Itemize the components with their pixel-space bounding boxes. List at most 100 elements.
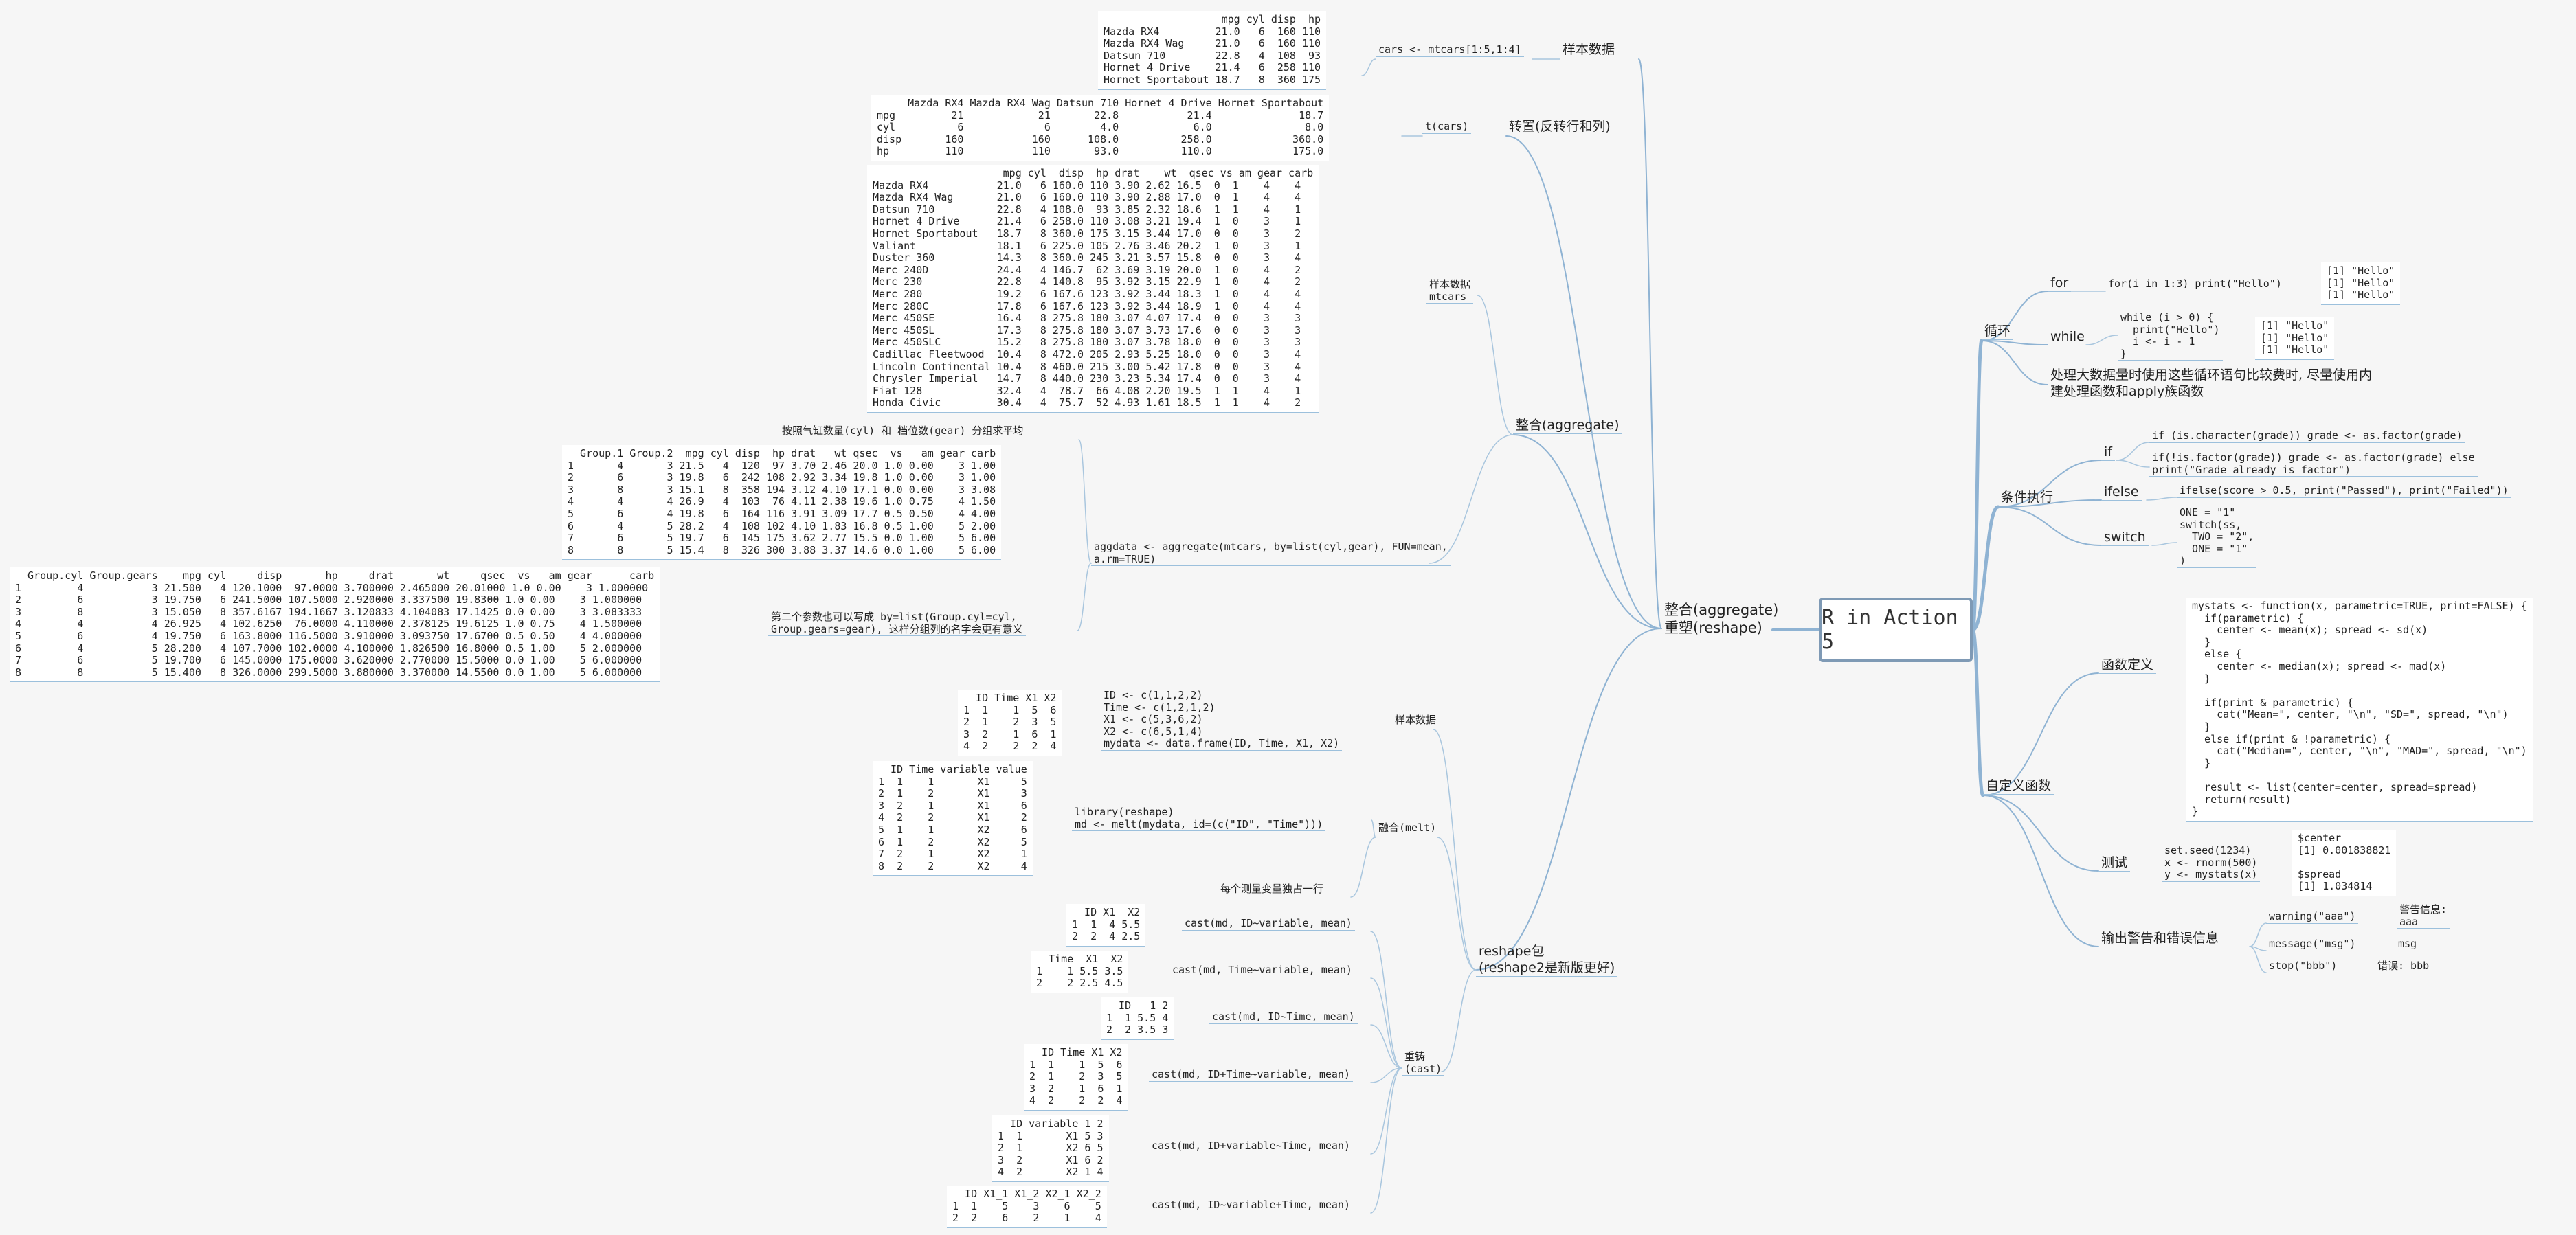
- transpose-topic[interactable]: 转置(反转行和列): [1506, 118, 1613, 135]
- cast-code-6[interactable]: cast(md, ID~variable+Time, mean): [1149, 1199, 1353, 1212]
- loops-note[interactable]: 处理大数据量时使用这些循环语句比较费时, 尽量使用内 建处理函数和apply族函…: [2048, 367, 2375, 400]
- link-root-custom: [1971, 628, 1985, 797]
- link-while-code: [2085, 335, 2118, 345]
- while-topic[interactable]: while: [2048, 328, 2087, 345]
- link-cast-6: [1370, 1067, 1402, 1214]
- if-topic[interactable]: if: [2101, 444, 2115, 461]
- ifelse-code[interactable]: ifelse(score > 0.5, print("Passed"), pri…: [2177, 484, 2511, 498]
- switch-topic[interactable]: switch: [2101, 529, 2149, 546]
- link-sample-output: [1361, 58, 1376, 76]
- for-code[interactable]: for(i in 1:3) print("Hello"): [2105, 277, 2285, 291]
- transpose-output: Mazda RX4 Mazda RX4 Wag Datsun 710 Horne…: [871, 95, 1330, 161]
- warning-output: 警告信息: aaa: [2397, 903, 2450, 929]
- link-group-sample: [1638, 58, 1662, 629]
- link-msg-warning: [2249, 922, 2267, 947]
- aggregate-note-1[interactable]: 按照气缸数量(cyl) 和 档位数(gear) 分组求平均: [779, 424, 1027, 438]
- for-output: [1] "Hello" [1] "Hello" [1] "Hello": [2321, 262, 2401, 305]
- melt-topic[interactable]: 融合(melt): [1376, 822, 1440, 835]
- mtcars-output: mpg cyl disp hp drat wt qsec vs am gear …: [867, 165, 1319, 413]
- switch-code[interactable]: ONE = "1" switch(ss, TWO = "2", ONE = "1…: [2177, 506, 2257, 568]
- aggregate-reshape-topic[interactable]: 整合(aggregate) 重塑(reshape): [1661, 601, 1782, 637]
- link-group-transpose: [1505, 135, 1662, 629]
- aggregate-topic[interactable]: 整合(aggregate): [1513, 417, 1622, 434]
- while-code[interactable]: while (i > 0) { print("Hello") i <- i - …: [2118, 311, 2223, 361]
- link-cond-switch: [1997, 506, 2102, 546]
- cast-code-1[interactable]: cast(md, ID~variable, mean): [1182, 917, 1355, 931]
- message-output: msg: [2395, 938, 2420, 951]
- messages-topic[interactable]: 输出警告和错误信息: [2098, 930, 2222, 947]
- cast-code-4[interactable]: cast(md, ID+Time~variable, mean): [1149, 1068, 1353, 1082]
- mtcars-sample-label[interactable]: 样本数据 mtcars: [1426, 278, 1474, 304]
- if-code-2[interactable]: if(!is.factor(grade)) grade <- as.factor…: [2149, 451, 2478, 477]
- test-output: $center [1] 0.001838821 $spread [1] 1.03…: [2292, 830, 2397, 896]
- aggregate-output-2: Group.cyl Group.gears mpg cyl disp hp dr…: [10, 567, 660, 683]
- aggregate-note-2[interactable]: 第二个参数也可以写成 by=list(Group.cyl=cyl, Group.…: [768, 611, 1026, 637]
- conditional-topic[interactable]: 条件执行: [1998, 489, 2057, 506]
- reshape-topic[interactable]: reshape包 (reshape2是新版更好): [1476, 943, 1618, 977]
- aggregate-output-1: Group.1 Group.2 mpg cyl disp hp drat wt …: [562, 445, 1002, 560]
- message-code[interactable]: message("msg"): [2266, 938, 2359, 951]
- warning-code[interactable]: warning("aaa"): [2266, 910, 2359, 924]
- reshape-sample-label[interactable]: 样本数据: [1392, 714, 1440, 727]
- link-if-code1: [2116, 442, 2150, 461]
- mydata-code[interactable]: ID <- c(1,1,2,2) Time <- c(1,2,1,2) X1 <…: [1101, 689, 1343, 751]
- link-switch-code: [2151, 542, 2177, 546]
- link-group-aggregate: [1512, 434, 1662, 629]
- link-loops-note: [1981, 340, 2048, 385]
- link-msg-message: [2249, 946, 2267, 951]
- cast-output-6: ID X1_1 X1_2 X2_1 X2_2 1 1 5 3 6 5 2 2 6…: [947, 1186, 1107, 1228]
- link-aggcode-note2: [1077, 563, 1092, 631]
- cast-code-5[interactable]: cast(md, ID+variable~Time, mean): [1149, 1140, 1353, 1153]
- link-aggregate-mtcars: [1477, 295, 1514, 435]
- melt-code[interactable]: library(reshape) md <- melt(mydata, id=(…: [1072, 806, 1326, 832]
- function-definition-topic[interactable]: 函数定义: [2098, 657, 2157, 674]
- link-root-conditional: [1971, 505, 2000, 632]
- cast-output-3: ID 1 2 1 1 5.5 4 2 2 3.5 3: [1101, 997, 1174, 1040]
- stop-code[interactable]: stop("bbb"): [2266, 960, 2340, 973]
- cast-output-5: ID variable 1 2 1 1 X1 5 3 2 1 X2 6 5 3 …: [992, 1115, 1109, 1182]
- cast-output-1: ID X1 X2 1 1 4 5.5 2 2 4 2.5: [1066, 904, 1146, 947]
- function-definition-code: mystats <- function(x, parametric=TRUE, …: [2186, 598, 2533, 822]
- cast-code-2[interactable]: cast(md, Time~variable, mean): [1169, 964, 1355, 977]
- link-reshape-cast: [1441, 969, 1477, 1072]
- link-custom-test: [1982, 795, 2099, 872]
- link-root-loops: [1971, 339, 1984, 632]
- melt-output: ID Time variable value 1 1 1 X1 5 2 1 2 …: [873, 761, 1033, 876]
- link-melt-note: [1350, 837, 1376, 898]
- sample-data-topic[interactable]: 样本数据: [1560, 41, 1618, 58]
- link-msg-stop: [2249, 946, 2267, 973]
- link-loops-while: [1981, 340, 2048, 345]
- link-cast-1: [1370, 931, 1402, 1069]
- link-cast-3: [1370, 1024, 1402, 1069]
- link-if-code2: [2116, 460, 2150, 468]
- link-ifelse-code: [2146, 497, 2177, 501]
- cast-topic[interactable]: 重铸 (cast): [1402, 1050, 1445, 1076]
- cast-output-4: ID Time X1 X2 1 1 1 5 6 2 1 2 3 5 3 2 1 …: [1024, 1044, 1128, 1111]
- for-topic[interactable]: for: [2048, 275, 2072, 292]
- cast-output-2: Time X1 X2 1 1 5.5 3.5 2 2 2.5 4.5: [1031, 951, 1129, 993]
- stop-output: 错误: bbb: [2375, 960, 2432, 973]
- aggregate-code[interactable]: aggdata <- aggregate(mtcars, by=list(cyl…: [1091, 541, 1451, 567]
- while-output: [1] "Hello" [1] "Hello" [1] "Hello": [2255, 317, 2335, 360]
- custom-function-topic[interactable]: 自定义函数: [1983, 778, 2054, 795]
- ifelse-topic[interactable]: ifelse: [2101, 484, 2142, 501]
- cars-subset-output: mpg cyl disp hp Mazda RX4 21.0 6 160 110…: [1098, 11, 1327, 90]
- link-custom-msg: [1982, 795, 2099, 947]
- link-aggcode-note1: [1078, 439, 1092, 564]
- link-reshape-sample: [1433, 729, 1477, 971]
- mydata-output: ID Time X1 X2 1 1 1 5 6 2 1 2 3 5 3 2 1 …: [958, 690, 1062, 756]
- root-topic[interactable]: R in Action 5: [1819, 598, 1973, 662]
- test-topic[interactable]: 测试: [2098, 854, 2131, 872]
- cars-subset-code[interactable]: cars <- mtcars[1:5,1:4]: [1376, 43, 1524, 57]
- link-cast-2: [1370, 977, 1402, 1069]
- cast-code-3[interactable]: cast(md, ID~Time, mean): [1209, 1010, 1358, 1024]
- melt-note[interactable]: 每个测量变量独占一行: [1218, 883, 1327, 896]
- link-cast-5: [1370, 1067, 1402, 1155]
- transpose-code[interactable]: t(cars): [1422, 120, 1472, 134]
- test-code[interactable]: set.seed(1234) x <- rnorm(500) y <- myst…: [2162, 844, 2261, 882]
- loops-topic[interactable]: 循环: [1982, 323, 2014, 340]
- link-reshape-melt: [1437, 837, 1477, 971]
- link-cast-4: [1370, 1067, 1402, 1083]
- link-group-reshape: [1475, 628, 1662, 971]
- if-code-1[interactable]: if (is.character(grade)) grade <- as.fac…: [2149, 429, 2465, 443]
